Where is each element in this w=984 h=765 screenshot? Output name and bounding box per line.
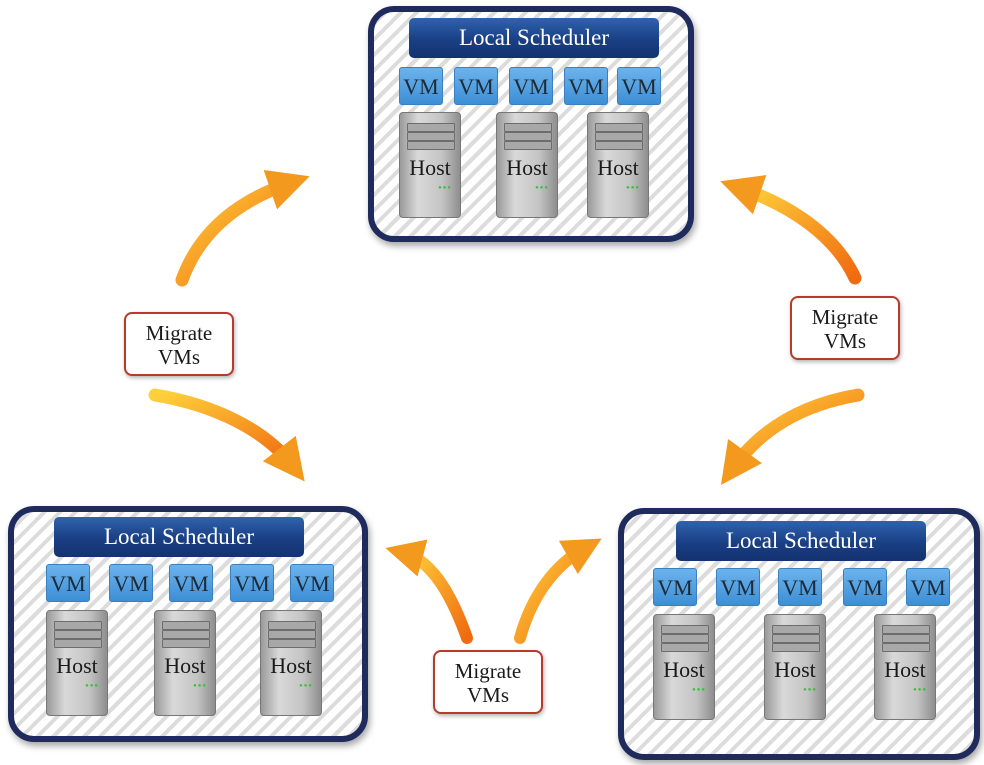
migrate-line1: Migrate [454, 659, 522, 683]
migrate-vms-label-right: Migrate VMs [790, 296, 900, 360]
host-label: Host [506, 155, 548, 180]
drive-bay [661, 634, 709, 643]
host-server: Host ●●● [260, 610, 322, 716]
host-label: Host [663, 657, 705, 682]
host-label: Host [597, 155, 639, 180]
vm-box: VM [653, 568, 697, 606]
host-server: Host ●●● [154, 610, 216, 716]
status-leds-icon: ●●● [85, 683, 99, 689]
arrow-left-to-top [175, 170, 310, 287]
host-server: Host ●●● [764, 614, 826, 720]
drive-bay [504, 141, 552, 150]
local-scheduler-label: Local Scheduler [409, 18, 659, 58]
cluster-bottom-right: Local Scheduler VM VM VM VM VM Host ●●● … [618, 508, 980, 760]
drive-bay [54, 621, 102, 630]
status-leds-icon: ●●● [626, 185, 640, 191]
host-label: Host [270, 653, 312, 678]
drive-bay [407, 132, 455, 141]
vm-box: VM [290, 564, 334, 602]
status-leds-icon: ●●● [692, 687, 706, 693]
cluster-top: Local Scheduler VM VM VM VM VM Host ●●● … [368, 6, 694, 242]
drive-bay [162, 621, 210, 630]
drive-bay [661, 643, 709, 652]
local-scheduler-label: Local Scheduler [676, 521, 926, 561]
cluster-bottom-left: Local Scheduler VM VM VM VM VM Host ●●● … [8, 506, 368, 742]
drive-bay [772, 643, 820, 652]
arrow-bottom-to-bottom-right [514, 538, 602, 644]
vm-box: VM [399, 67, 443, 105]
drive-bay [54, 639, 102, 648]
status-leds-icon: ●●● [535, 185, 549, 191]
drive-bay [882, 625, 930, 634]
migrate-vms-label-left: Migrate VMs [124, 312, 234, 376]
migrate-vms-label-bottom: Migrate VMs [433, 650, 543, 714]
vm-box: VM [843, 568, 887, 606]
status-leds-icon: ●●● [803, 687, 817, 693]
host-server: Host ●●● [653, 614, 715, 720]
drive-bay [772, 634, 820, 643]
host-label: Host [774, 657, 816, 682]
migrate-line2: VMs [823, 329, 866, 353]
drive-bay [504, 123, 552, 132]
host-server: Host ●●● [587, 112, 649, 218]
host-label: Host [409, 155, 451, 180]
local-scheduler-label: Local Scheduler [54, 517, 304, 557]
host-server: Host ●●● [874, 614, 936, 720]
drive-bay [772, 625, 820, 634]
status-leds-icon: ●●● [913, 687, 927, 693]
host-label: Host [164, 653, 206, 678]
arrow-right-to-bottom-right [720, 388, 865, 485]
host-server: Host ●●● [399, 112, 461, 218]
host-label: Host [884, 657, 926, 682]
arrow-left-to-bottom-left [148, 388, 305, 482]
status-leds-icon: ●●● [299, 683, 313, 689]
host-server: Host ●●● [46, 610, 108, 716]
host-server: Host ●●● [496, 112, 558, 218]
drive-bay [162, 630, 210, 639]
vm-box: VM [169, 564, 213, 602]
drive-bay [407, 141, 455, 150]
drive-bay [595, 123, 643, 132]
drive-bay [162, 639, 210, 648]
vm-box: VM [906, 568, 950, 606]
vm-box: VM [109, 564, 153, 602]
vm-box: VM [564, 67, 608, 105]
status-leds-icon: ●●● [438, 185, 452, 191]
vm-box: VM [230, 564, 274, 602]
vm-box: VM [778, 568, 822, 606]
drive-bay [882, 634, 930, 643]
vm-box: VM [716, 568, 760, 606]
migrate-line2: VMs [157, 345, 200, 369]
migrate-line2: VMs [466, 683, 509, 707]
drive-bay [268, 621, 316, 630]
vm-box: VM [454, 67, 498, 105]
drive-bay [268, 630, 316, 639]
drive-bay [661, 625, 709, 634]
host-label: Host [56, 653, 98, 678]
arrow-bottom-to-bottom-left [385, 539, 473, 644]
drive-bay [595, 141, 643, 150]
drive-bay [54, 630, 102, 639]
drive-bay [882, 643, 930, 652]
arrow-right-to-top [720, 175, 862, 285]
drive-bay [268, 639, 316, 648]
drive-bay [595, 132, 643, 141]
status-leds-icon: ●●● [193, 683, 207, 689]
drive-bay [504, 132, 552, 141]
vm-box: VM [509, 67, 553, 105]
vm-box: VM [46, 564, 90, 602]
migrate-line1: Migrate [811, 305, 879, 329]
vm-box: VM [617, 67, 661, 105]
migrate-line1: Migrate [145, 321, 213, 345]
drive-bay [407, 123, 455, 132]
